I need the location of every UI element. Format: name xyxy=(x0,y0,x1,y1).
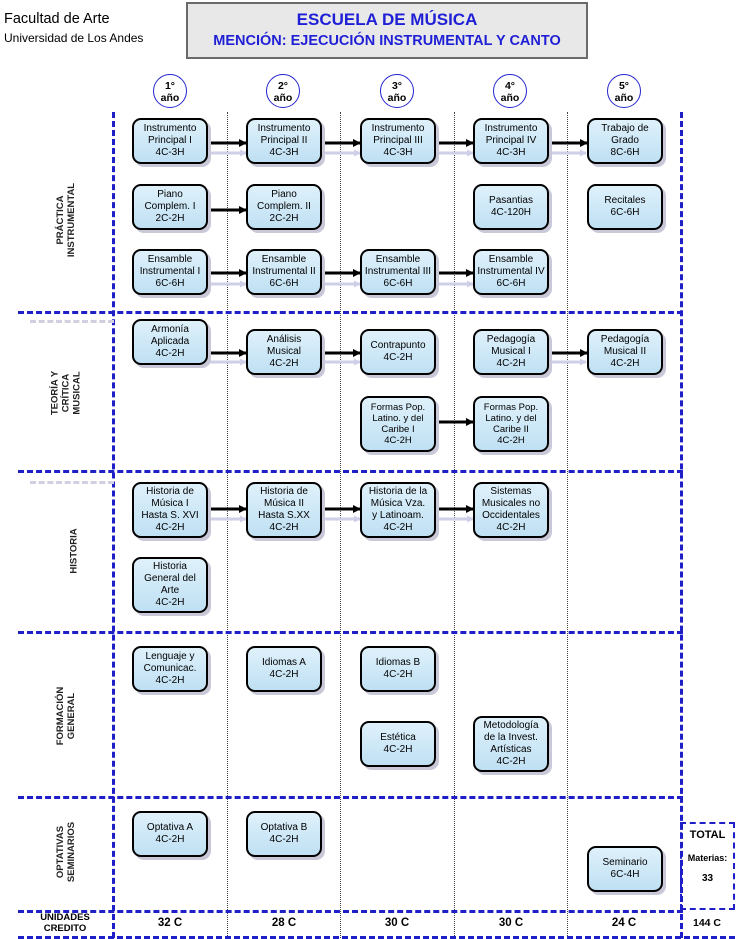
year-1-badge: 1°año xyxy=(153,74,187,108)
course-historia-musica-3: Historia de la Música Vza. y Latinoam. 4… xyxy=(360,482,436,538)
column-divider xyxy=(567,112,568,938)
section-divider xyxy=(18,631,683,634)
total-label: TOTAL xyxy=(689,829,726,841)
course-metodologia: Metodología de la Invest. Artísticas 4C-… xyxy=(473,716,549,772)
course-idiomas-a: Idiomas A 4C-2H xyxy=(246,646,322,692)
section-divider xyxy=(18,470,683,473)
course-trabajo-de-grado: Trabajo de Grado 8C-6H xyxy=(587,118,663,164)
course-sistemas-musicales: Sistemas Musicales no Occidentales 4C-2H xyxy=(473,482,549,538)
faculty-name: Facultad de Arte xyxy=(4,11,110,27)
course-pedagogia-musical-1: Pedagogía Musical I 4C-2H xyxy=(473,329,549,375)
grid-right-border xyxy=(680,112,683,938)
course-piano-complem-1: Piano Complem. I 2C-2H xyxy=(132,184,208,230)
course-seminario: Seminario 6C-4H xyxy=(587,846,663,892)
year-4-badge: 4°año xyxy=(493,74,527,108)
total-box: TOTAL Materias: 33 xyxy=(680,822,735,910)
course-instrumento-principal-4: Instrumento Principal IV 4C-3H xyxy=(473,118,549,164)
course-armonia-aplicada: Armonía Aplicada 4C-2H xyxy=(132,319,208,365)
total-credits: 144 C xyxy=(692,917,722,929)
course-contrapunto: Contrapunto 4C-2H xyxy=(360,329,436,375)
page-title: ESCUELA DE MÚSICA xyxy=(296,10,478,29)
course-ensamble-instrumental-4: Ensamble Instrumental IV 6C-6H xyxy=(473,249,549,295)
year-2-badge: 2°año xyxy=(266,74,300,108)
course-formas-pop-2: Formas Pop. Latino. y del Caribe II 4C-2… xyxy=(473,396,549,452)
course-optativa-b: Optativa B 4C-2H xyxy=(246,811,322,857)
section-shadow-line xyxy=(30,481,114,484)
course-instrumento-principal-3: Instrumento Principal III 4C-3H xyxy=(360,118,436,164)
course-idiomas-b: Idiomas B 4C-2H xyxy=(360,646,436,692)
bottom-border xyxy=(18,936,735,939)
course-pedagogia-musical-2: Pedagogía Musical II 4C-2H xyxy=(587,329,663,375)
section-divider xyxy=(18,311,683,314)
course-historia-musica-1: Historia de Música I Hasta S. XVI 4C-2H xyxy=(132,482,208,538)
column-divider xyxy=(340,112,341,938)
credits-year-4: 30 C xyxy=(498,917,524,929)
title-box: ESCUELA DE MÚSICA MENCIÓN: EJECUCIÓN INS… xyxy=(186,2,588,59)
section-divider xyxy=(18,910,683,913)
course-formas-pop-1: Formas Pop. Latino. y del Caribe I 4C-2H xyxy=(360,396,436,452)
course-ensamble-instrumental-1: Ensamble Instrumental I 6C-6H xyxy=(132,249,208,295)
course-pasantias: Pasantias 4C-120H xyxy=(473,184,549,230)
course-optativa-a: Optativa A 4C-2H xyxy=(132,811,208,857)
course-ensamble-instrumental-2: Ensamble Instrumental II 6C-6H xyxy=(246,249,322,295)
course-instrumento-principal-2: Instrumento Principal II 4C-3H xyxy=(246,118,322,164)
credits-year-2: 28 C xyxy=(271,917,297,929)
section-shadow-line xyxy=(30,320,114,323)
materias-value: 33 xyxy=(701,873,714,884)
credits-year-1: 32 C xyxy=(157,917,183,929)
credits-year-3: 30 C xyxy=(384,917,410,929)
course-ensamble-instrumental-3: Ensamble Instrumental III 6C-6H xyxy=(360,249,436,295)
section-divider xyxy=(18,796,683,799)
course-analisis-musical: Análisis Musical 4C-2H xyxy=(246,329,322,375)
page-subtitle: MENCIÓN: EJECUCIÓN INSTRUMENTAL Y CANTO xyxy=(213,33,561,49)
course-lenguaje-comunicacion: Lenguaje y Comunicac. 4C-2H xyxy=(132,646,208,692)
column-divider xyxy=(454,112,455,938)
year-5-badge: 5°año xyxy=(607,74,641,108)
year-3-badge: 3°año xyxy=(380,74,414,108)
column-divider xyxy=(227,112,228,938)
course-instrumento-principal-1: Instrumento Principal I 4C-3H xyxy=(132,118,208,164)
course-estetica: Estética 4C-2H xyxy=(360,721,436,767)
materias-label: Materias: xyxy=(687,853,728,863)
units-credit-label: UNIDADES CREDITO xyxy=(40,912,90,934)
course-historia-musica-2: Historia de Música II Hasta S.XX 4C-2H xyxy=(246,482,322,538)
course-historia-general-arte: Historia General del Arte 4C-2H xyxy=(132,557,208,613)
course-piano-complem-2: Piano Complem. II 2C-2H xyxy=(246,184,322,230)
university-name: Universidad de Los Andes xyxy=(4,31,144,45)
grid-left-border xyxy=(112,112,115,938)
credits-year-5: 24 C xyxy=(611,917,637,929)
course-recitales: Recitales 6C-6H xyxy=(587,184,663,230)
